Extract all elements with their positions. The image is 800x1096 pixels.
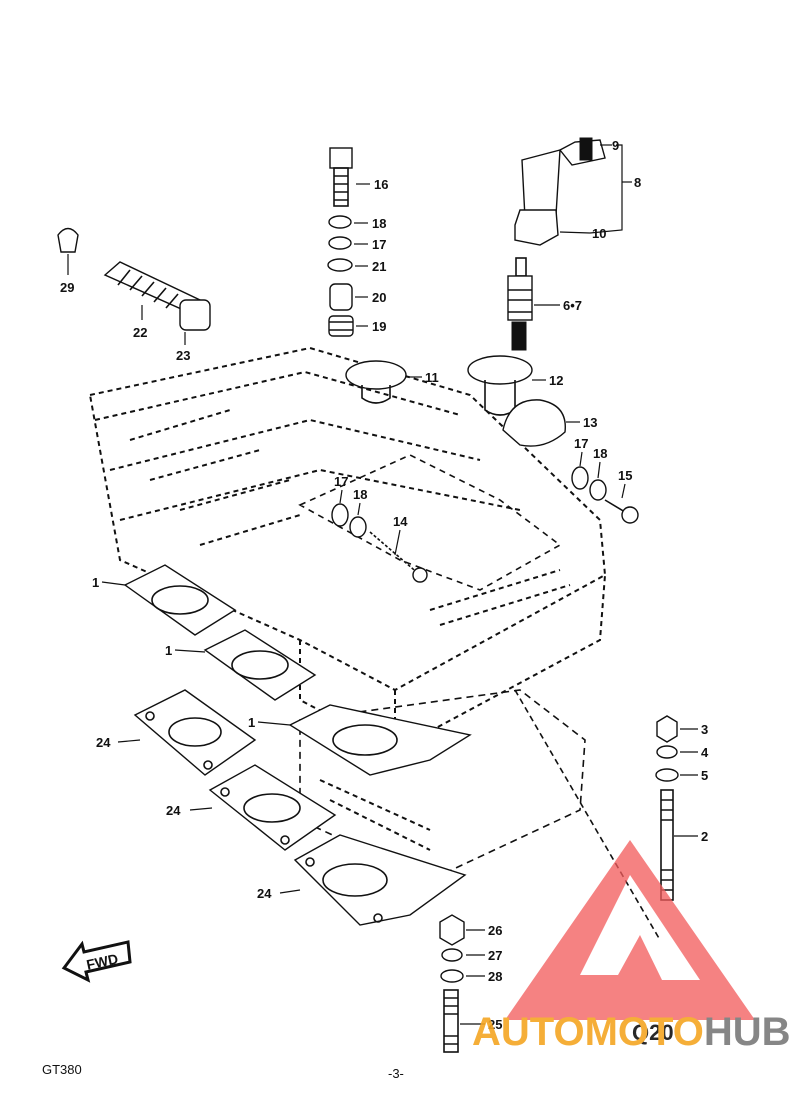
end-cap-23	[179, 299, 211, 331]
base-gasket-24a	[133, 689, 257, 776]
triangle-logo-icon	[505, 840, 755, 1020]
callout-3: 3	[701, 722, 708, 737]
callout-24a: 24	[96, 735, 111, 750]
callout-25: 25	[488, 1017, 502, 1032]
footer-model: GT380	[42, 1062, 82, 1077]
watermark-brand-b: HUB	[704, 1010, 791, 1054]
callout-1c: 1	[248, 715, 255, 730]
washer-18a	[328, 215, 352, 229]
callout-1a: 1	[92, 575, 99, 590]
callout-15: 15	[618, 468, 632, 483]
callout-18b: 18	[593, 446, 607, 461]
washer-18b	[589, 479, 607, 501]
watermark-brand-a: AUTOMOTO	[472, 1010, 704, 1054]
spacer-20	[329, 283, 353, 311]
callout-19: 19	[372, 319, 386, 334]
washer-4	[656, 745, 678, 759]
callout-11: 11	[425, 370, 439, 385]
washer-27	[441, 948, 463, 962]
cap-cover-10	[514, 209, 559, 246]
callout-14: 14	[393, 514, 408, 529]
callout-24c: 24	[257, 886, 272, 901]
callout-8: 8	[634, 175, 641, 190]
callout-labels: 16 18 17 21 20 19 9 8 10 6•7 29 22 23 11…	[60, 138, 709, 1032]
bolt-15	[604, 499, 639, 524]
head-gasket-1a	[123, 564, 237, 636]
callout-27: 27	[488, 948, 502, 963]
plug-11	[345, 360, 407, 404]
watermark-brand: AUTOMOTOHUB	[472, 1010, 791, 1054]
callout-18c: 18	[353, 487, 367, 502]
cap-29	[57, 227, 79, 253]
washer-17a	[328, 236, 352, 250]
head-gasket-1b	[203, 629, 317, 701]
callout-10: 10	[592, 226, 606, 241]
callout-4: 4	[701, 745, 709, 760]
head-gasket-1c	[288, 704, 472, 776]
callout-17a: 17	[372, 237, 386, 252]
leader-lines	[67, 144, 698, 1025]
callout-1b: 1	[165, 643, 172, 658]
callout-5: 5	[701, 768, 708, 783]
fwd-arrow-icon	[61, 940, 132, 983]
plug-12	[467, 355, 533, 416]
washer-18c	[349, 516, 367, 538]
callout-20: 20	[372, 290, 386, 305]
callout-13: 13	[583, 415, 597, 430]
footer-page: -3-	[388, 1066, 404, 1081]
callout-6-7: 6•7	[563, 298, 582, 313]
washer-5	[655, 768, 679, 782]
callout-22: 22	[133, 325, 147, 340]
fwd-arrow: FWD	[61, 940, 132, 983]
washer-17b	[571, 466, 589, 490]
callout-17b: 17	[574, 436, 588, 451]
callout-28: 28	[488, 969, 502, 984]
watermark-logo: Q20 AUTOMOTOHUB	[472, 840, 791, 1054]
callout-23: 23	[176, 348, 190, 363]
nut-26	[439, 914, 465, 946]
callout-17c: 17	[334, 474, 348, 489]
stud-2	[660, 789, 674, 901]
fwd-label: FWD	[85, 950, 120, 972]
washer-21	[327, 258, 353, 272]
callout-21: 21	[372, 259, 386, 274]
stud-25	[443, 989, 459, 1053]
cylinder-block	[299, 689, 661, 941]
callout-24b: 24	[166, 803, 181, 818]
plug-cap-8	[521, 137, 606, 219]
washer-28	[440, 969, 464, 983]
base-gasket-24c	[293, 834, 467, 926]
base-gasket-24b	[208, 764, 337, 851]
head-bolt-16	[329, 147, 353, 207]
callout-18a: 18	[372, 216, 386, 231]
cap-13	[502, 399, 566, 447]
callout-9: 9	[612, 138, 619, 153]
callout-26: 26	[488, 923, 502, 938]
callout-12: 12	[549, 373, 563, 388]
callout-29: 29	[60, 280, 74, 295]
washer-17c	[331, 503, 349, 527]
nut-3	[656, 715, 678, 743]
callout-16: 16	[374, 177, 388, 192]
seal-19	[328, 315, 354, 337]
callout-2: 2	[701, 829, 708, 844]
spark-plug	[507, 257, 533, 351]
watermark-code: Q20	[632, 1020, 674, 1045]
